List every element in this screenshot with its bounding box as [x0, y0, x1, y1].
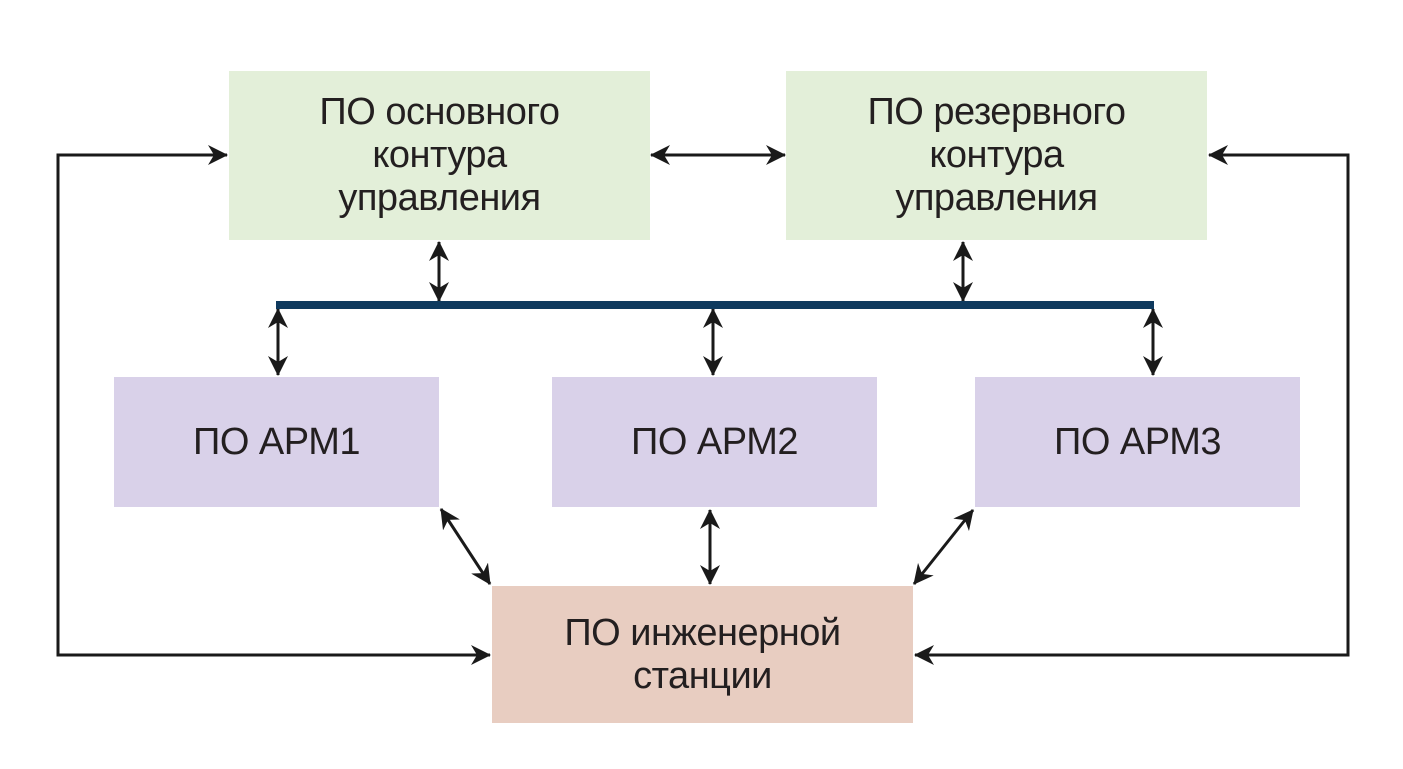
edge-engineering-to-main-control	[56, 145, 491, 665]
reserve-control-line-2: контура	[929, 134, 1064, 176]
engineering-station-box: ПО инженерной станции	[492, 586, 913, 723]
arm3-box: ПО АРМ3	[975, 377, 1300, 507]
reserve-control-line-3: управления	[895, 177, 1098, 219]
reserve-control-label: ПО резервного контура управления	[867, 91, 1126, 220]
arm2-line-1: ПО АРМ2	[631, 420, 798, 463]
main-control-line-3: управления	[338, 177, 541, 219]
main-control-label: ПО основного контура управления	[319, 91, 560, 220]
edge-engineering-to-reserve-control	[914, 145, 1350, 665]
arm2-label: ПО АРМ2	[631, 421, 798, 464]
main-control-line-2: контура	[372, 134, 507, 176]
engineering-line-1: ПО инженерной	[564, 611, 841, 654]
engineering-line-2: станции	[633, 654, 772, 697]
arm1-box: ПО АРМ1	[114, 377, 439, 507]
main-control-box: ПО основного контура управления	[229, 71, 650, 240]
arm1-label: ПО АРМ1	[193, 421, 360, 464]
reserve-control-box: ПО резервного контура управления	[786, 71, 1207, 240]
arm3-label: ПО АРМ3	[1054, 421, 1221, 464]
main-control-line-1: ПО основного	[319, 91, 560, 133]
arm2-box: ПО АРМ2	[552, 377, 877, 507]
engineering-station-label: ПО инженерной станции	[564, 611, 841, 698]
arm1-line-1: ПО АРМ1	[193, 420, 360, 463]
edges-group	[56, 145, 1350, 665]
arm3-line-1: ПО АРМ3	[1054, 420, 1221, 463]
edge-arm3-to-engineering	[912, 509, 975, 585]
edge-arm1-to-engineering	[439, 508, 492, 585]
reserve-control-line-1: ПО резервного	[867, 91, 1126, 133]
